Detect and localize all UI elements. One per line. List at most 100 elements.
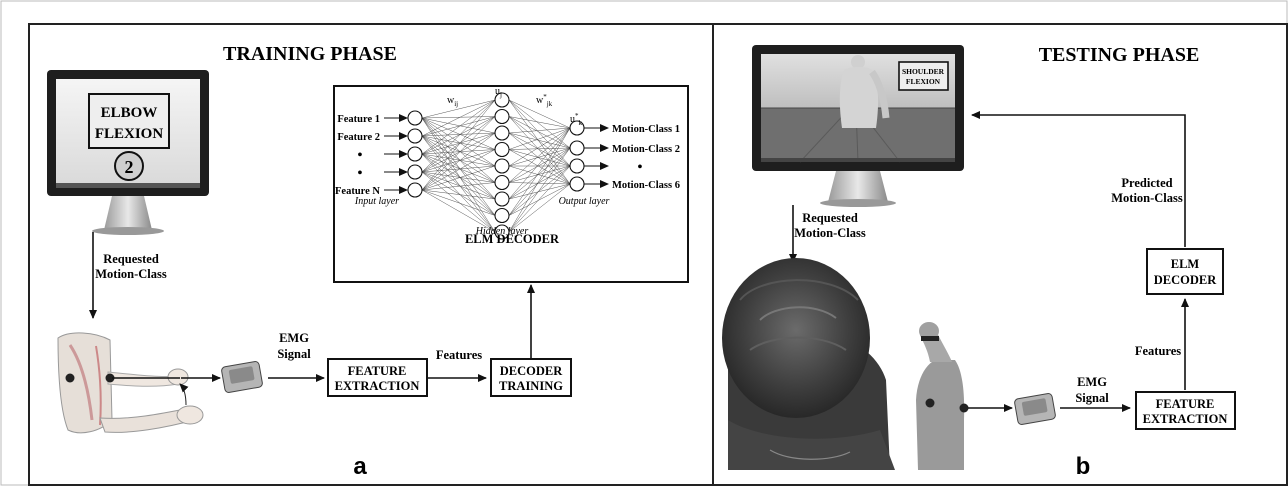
input-node xyxy=(407,110,423,126)
input-node xyxy=(407,182,423,198)
output-label: Motion-Class 6 xyxy=(612,180,680,191)
monitor-b-line2: FLEXION xyxy=(906,77,941,86)
predicted-b-line2: Motion-Class xyxy=(1111,191,1183,205)
connection xyxy=(508,132,571,167)
connection xyxy=(421,99,496,119)
connection xyxy=(508,147,571,233)
emg-device-a xyxy=(221,361,263,393)
requested-b-line1: Requested xyxy=(802,211,858,225)
weight-labels: wij uj w*jk u*k xyxy=(447,86,583,127)
connection xyxy=(421,189,496,233)
hidden-node xyxy=(494,158,510,174)
connection xyxy=(421,116,496,191)
connection xyxy=(508,183,571,233)
decoder-box-line1: DECODER xyxy=(500,364,563,378)
connection xyxy=(508,165,571,233)
connection xyxy=(421,165,496,191)
connection xyxy=(508,116,571,129)
connection xyxy=(421,165,496,173)
connection xyxy=(508,165,571,185)
decoder-training-box xyxy=(490,358,572,397)
input-layer-label: Input layer xyxy=(354,196,399,207)
connection xyxy=(421,116,496,173)
svg-text:u*k: u*k xyxy=(570,112,583,127)
hidden-node xyxy=(494,191,510,207)
uj-sub: j xyxy=(499,91,502,99)
wjk-sub: jk xyxy=(546,100,553,108)
arrow-predicted-b xyxy=(971,111,1186,247)
input-node xyxy=(407,128,423,144)
person-photo xyxy=(722,258,969,470)
connection xyxy=(421,132,496,173)
connection xyxy=(508,165,571,216)
hidden-node xyxy=(494,174,510,191)
feature-extraction-box-b xyxy=(1135,391,1236,430)
connection xyxy=(508,147,571,200)
connection xyxy=(508,147,571,150)
connection xyxy=(421,116,496,155)
features-b-label: Features xyxy=(1135,344,1181,358)
connection xyxy=(421,99,496,137)
elm-box-b-line2: DECODER xyxy=(1154,273,1217,287)
connection xyxy=(421,99,496,155)
feature-box-b-line2: EXTRACTION xyxy=(1143,412,1228,426)
connection xyxy=(508,127,571,200)
monitor-b-line1: SHOULDER xyxy=(902,67,945,76)
connection xyxy=(421,117,496,167)
requested-a-line1: Requested xyxy=(103,252,159,266)
input-node xyxy=(407,164,423,180)
connection xyxy=(421,117,496,216)
connection xyxy=(421,153,496,167)
connection xyxy=(421,117,496,134)
connection xyxy=(421,189,496,200)
output-node xyxy=(569,140,585,156)
emg-a-line2: Signal xyxy=(277,347,311,361)
emg-device-b xyxy=(1014,393,1056,425)
hidden-node xyxy=(494,224,510,240)
emg-b-line2: Signal xyxy=(1075,391,1109,405)
connection xyxy=(421,153,496,200)
connection xyxy=(508,127,571,150)
feature-box-b-line1: FEATURE xyxy=(1156,397,1215,411)
elm-box-b-line1: ELM xyxy=(1171,257,1200,271)
connection xyxy=(421,132,496,155)
connection xyxy=(421,171,496,200)
connection xyxy=(421,135,496,150)
connection xyxy=(421,149,496,155)
connection xyxy=(508,132,571,185)
connection xyxy=(421,135,496,216)
panel-a-title: TRAINING PHASE xyxy=(223,43,397,65)
svg-text:w*jk: w*jk xyxy=(536,93,553,108)
input-label: • xyxy=(358,166,363,181)
output-layer-label: Output layer xyxy=(559,196,610,207)
panels-border xyxy=(28,23,1288,486)
connection xyxy=(421,135,496,167)
connection xyxy=(421,116,496,137)
monitor-a-line2: FLEXION xyxy=(95,126,164,142)
emg-a-line1: EMG xyxy=(279,331,309,345)
connection xyxy=(421,116,496,119)
connection xyxy=(421,132,496,137)
connection xyxy=(508,127,571,233)
uk-sub: k xyxy=(579,119,583,127)
input-label: Feature 1 xyxy=(337,114,380,125)
connection xyxy=(421,153,496,183)
monitor-a-number: 2 xyxy=(125,157,134,177)
connection xyxy=(508,182,571,185)
connection xyxy=(421,99,496,173)
connection xyxy=(508,116,571,185)
uj-label: u xyxy=(495,86,500,97)
feature-box-a-line2: EXTRACTION xyxy=(335,379,420,393)
output-label: • xyxy=(638,160,643,175)
connection xyxy=(421,171,496,216)
connection xyxy=(508,147,571,183)
connection xyxy=(421,153,496,233)
emg-b-line1: EMG xyxy=(1077,375,1107,389)
input-label: Feature 2 xyxy=(337,132,380,143)
connection xyxy=(508,165,571,183)
monitor-a-line1: ELBOW xyxy=(101,105,158,121)
connection xyxy=(421,117,496,233)
connection xyxy=(421,117,496,150)
